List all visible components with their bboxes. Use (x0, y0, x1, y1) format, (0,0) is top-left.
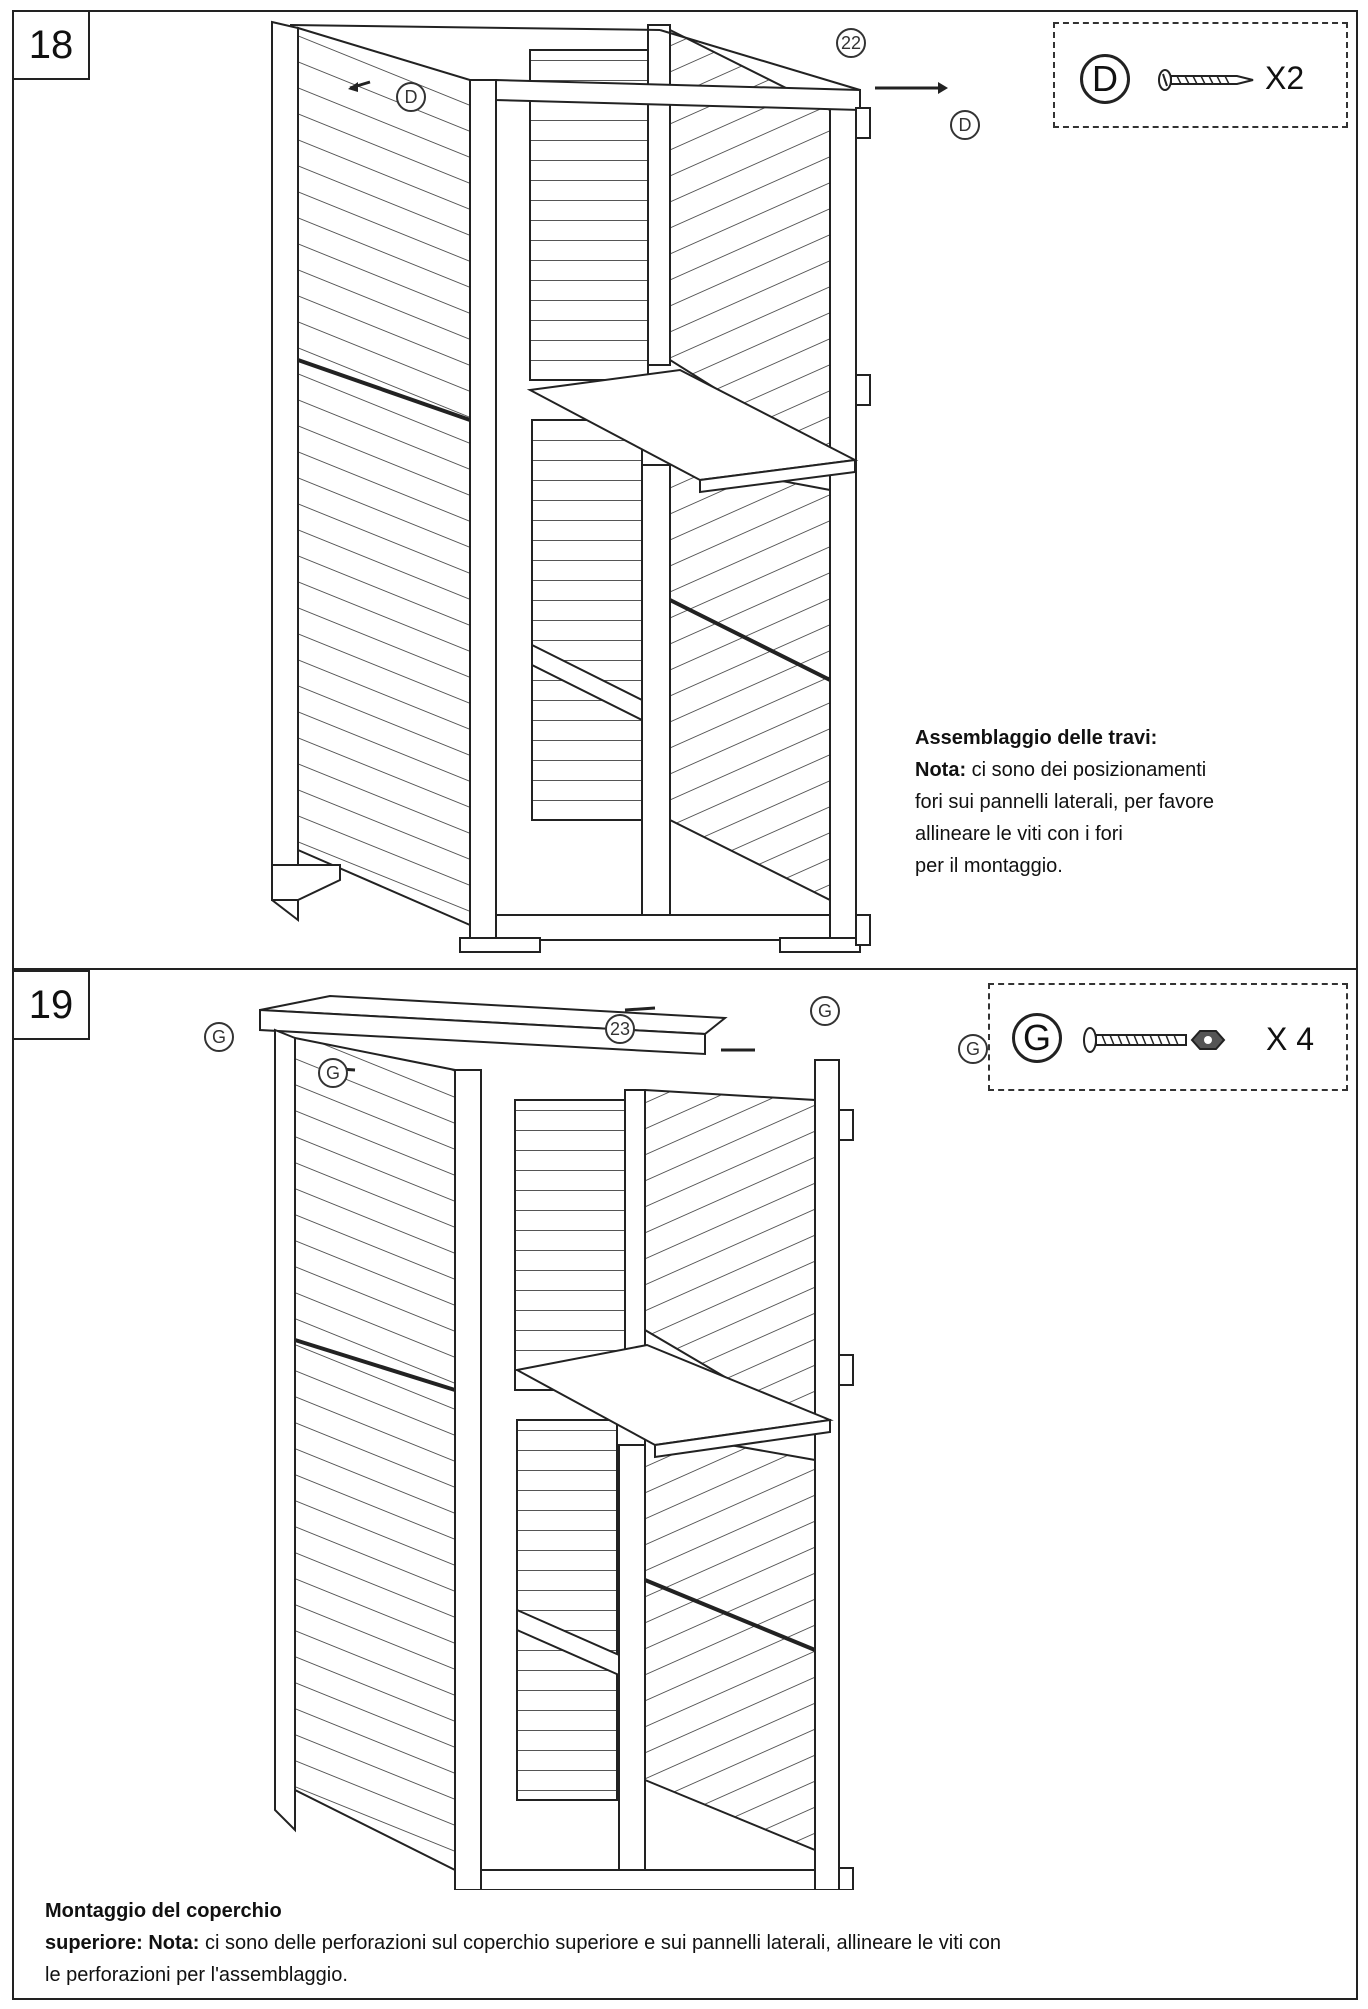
note-step-18: Assemblaggio delle travi: Nota: ci sono … (915, 722, 1214, 882)
hardware-letter-d: D (1080, 54, 1130, 104)
callout-d-right: D (950, 110, 980, 140)
front-right-post (829, 99, 857, 941)
note-line-4: per il montaggio. (915, 855, 1063, 877)
left-post (271, 20, 299, 923)
hardware-box-step-18: D X2 (1053, 22, 1348, 128)
step-number-19: 19 (12, 970, 90, 1040)
callout-g-top: G (810, 996, 840, 1026)
note-line-1: ci sono dei posizionamenti (966, 759, 1207, 781)
callout-part-22: 22 (836, 28, 866, 58)
note-title: Assemblaggio delle travi: (915, 727, 1158, 749)
note-lead: superiore: Nota: (45, 1932, 200, 1954)
note-lead: Nota: (915, 759, 967, 781)
bolt-and-nut-icon (1083, 1027, 1226, 1053)
note-line-1: ci sono delle perforazioni sul coperchio… (199, 1932, 1002, 1954)
left-panel (294, 1036, 456, 1872)
note-line-3: allineare le viti con i fori (915, 823, 1123, 845)
callout-part-23: 23 (605, 1014, 635, 1044)
note-step-19: Montaggio del coperchio superiore: Nota:… (45, 1895, 1001, 1991)
hardware-quantity: X 4 (1266, 1021, 1315, 1057)
right-panel-lower (669, 458, 831, 902)
back-panel-lower (531, 419, 643, 821)
callout-g-inner: G (318, 1058, 348, 1088)
hardware-quantity: X2 (1265, 60, 1305, 96)
step-divider (12, 968, 1358, 970)
cabinet-illustration-step-19 (259, 994, 854, 1890)
note-line-2: le perforazioni per l'assemblaggio. (45, 1964, 348, 1986)
note-line-2: fori sui pannelli laterali, per favore (915, 791, 1215, 813)
screw-icon (1158, 69, 1254, 91)
back-panel-upper (529, 49, 649, 381)
callout-d-left: D (396, 82, 426, 112)
left-panel (297, 26, 471, 927)
cabinet-illustration-step-18 (271, 20, 948, 953)
front-left-post (469, 79, 497, 941)
note-title: Montaggio del coperchio (45, 1900, 282, 1922)
hinges (855, 107, 871, 946)
callout-g-right: G (958, 1034, 988, 1064)
hardware-letter-g: G (1012, 1013, 1062, 1063)
callout-g-left: G (204, 1022, 234, 1052)
hardware-box-step-19: G X 4 (988, 983, 1348, 1091)
step-number-18: 18 (12, 10, 90, 80)
bottom-frame (495, 914, 831, 941)
